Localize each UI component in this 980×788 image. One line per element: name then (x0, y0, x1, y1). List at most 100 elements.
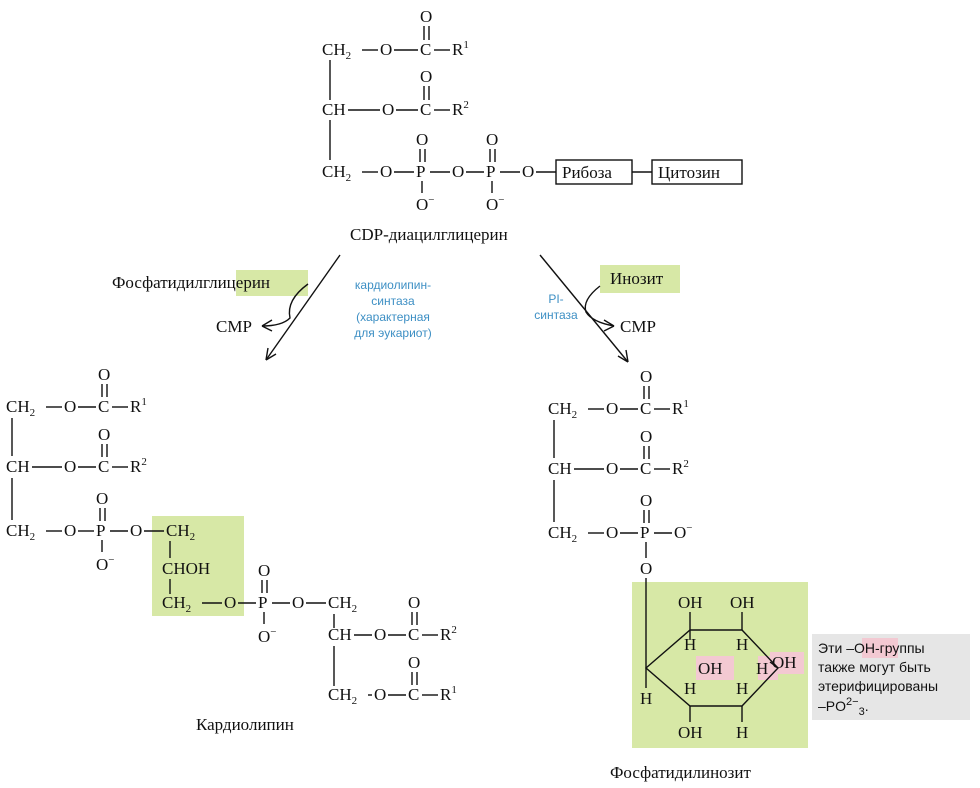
glycerol-bridge-highlight (152, 516, 244, 616)
svg-text:O: O (640, 427, 652, 446)
oh-pink-highlight-3 (770, 652, 804, 674)
cdp-diacylglycerol: CH2 O C O R1 CH O C O R2 CH2 O P O O− O … (322, 7, 743, 214)
svg-text:CH: CH (328, 625, 352, 644)
svg-text:CH: CH (548, 459, 572, 478)
svg-text:также могут быть: также могут быть (818, 659, 931, 675)
right-enzyme-line: синтаза (534, 308, 578, 322)
cytosine-label: Цитозин (658, 163, 720, 182)
atom-o: O (380, 162, 392, 181)
svg-text:H: H (640, 689, 652, 708)
svg-text:O: O (64, 397, 76, 416)
svg-text:R1: R1 (130, 396, 147, 416)
svg-text:H: H (736, 635, 748, 654)
svg-text:O: O (606, 459, 618, 478)
svg-text:CH2: CH2 (548, 523, 577, 545)
svg-text:O: O (64, 521, 76, 540)
svg-text:R2: R2 (440, 624, 457, 644)
atom-o: O (486, 130, 498, 149)
svg-text:H: H (756, 659, 768, 678)
left-enzyme-line: кардиолипин- (355, 278, 431, 292)
oh-pink-highlight-2 (696, 656, 734, 680)
svg-text:O−: O− (258, 626, 277, 646)
right-enzyme-line: PI- (548, 292, 563, 306)
atom-o: O (420, 7, 432, 26)
left-substrate-label: Фосфатидилглицерин (112, 273, 270, 292)
svg-text:H: H (684, 679, 696, 698)
svg-text:этерифицированы: этерифицированы (818, 678, 938, 694)
right-cmp-label: CMP (620, 317, 656, 336)
svg-text:OH: OH (730, 593, 755, 612)
svg-text:H: H (684, 635, 696, 654)
svg-text:O: O (640, 559, 652, 578)
atom-o: O (452, 162, 464, 181)
atom-ch: CH (322, 100, 346, 119)
svg-text:O: O (96, 489, 108, 508)
svg-text:–PO2−3.: –PO2−3. (818, 696, 869, 718)
svg-text:CH: CH (6, 457, 30, 476)
left-cmp-label: CMP (216, 317, 252, 336)
atom-o: O (420, 67, 432, 86)
atom-c: C (420, 100, 431, 119)
svg-text:O: O (258, 561, 270, 580)
svg-text:CH2: CH2 (6, 521, 35, 543)
svg-text:C: C (408, 685, 419, 704)
svg-text:C: C (408, 625, 419, 644)
svg-text:O: O (408, 593, 420, 612)
svg-text:C: C (640, 399, 651, 418)
svg-text:CH2: CH2 (6, 397, 35, 419)
svg-text:R2: R2 (672, 458, 689, 478)
svg-text:R2: R2 (130, 456, 147, 476)
atom-p: P (486, 162, 495, 181)
svg-text:H: H (736, 679, 748, 698)
svg-text:C: C (98, 397, 109, 416)
svg-text:CH2: CH2 (328, 685, 357, 707)
left-reaction-arrow (261, 254, 341, 361)
svg-text:O: O (640, 367, 652, 386)
svg-text:O: O (374, 625, 386, 644)
inositol-highlight (600, 265, 680, 293)
svg-text:O: O (98, 425, 110, 444)
svg-text:O−: O− (674, 522, 693, 542)
svg-text:Эти –OH-группы: Эти –OH-группы (818, 640, 925, 656)
svg-text:P: P (96, 521, 105, 540)
svg-text:O: O (374, 685, 386, 704)
svg-text:R1: R1 (672, 398, 689, 418)
atom-p: P (416, 162, 425, 181)
atom-o: O (416, 130, 428, 149)
svg-text:O: O (98, 365, 110, 384)
svg-text:CHOH: CHOH (162, 559, 210, 578)
cardiolipin-label: Кардиолипин (196, 715, 294, 734)
note-text: Эти –OH-группы также могут быть этерифиц… (818, 640, 938, 718)
svg-text:R2: R2 (452, 99, 469, 119)
svg-text:CH2: CH2 (162, 593, 191, 615)
svg-text:P: P (258, 593, 267, 612)
cardiolipin-structure: CH2 O C O R1 CH O C O R2 CH2 O P O O− O … (6, 365, 457, 707)
svg-text:C: C (640, 459, 651, 478)
atom-o: O (380, 40, 392, 59)
atom-o: O (522, 162, 534, 181)
svg-text:O: O (606, 523, 618, 542)
svg-text:O: O (606, 399, 618, 418)
svg-text:C: C (98, 457, 109, 476)
svg-text:O: O (292, 593, 304, 612)
svg-text:O: O (640, 491, 652, 510)
atom-c: C (420, 40, 431, 59)
svg-text:P: P (640, 523, 649, 542)
svg-text:CH2: CH2 (328, 593, 357, 615)
svg-text:O: O (408, 653, 420, 672)
ribose-box (555, 159, 633, 185)
left-enzyme-line: синтаза (371, 294, 415, 308)
svg-text:OH: OH (678, 593, 703, 612)
svg-text:O−: O− (96, 554, 115, 574)
phosphatidylinositol-label: Фосфатидилинозит (610, 763, 751, 782)
right-substrate-label: Инозит (610, 269, 664, 288)
atom-r: R (452, 40, 464, 59)
svg-text:O−: O− (416, 194, 435, 214)
phosphatidylinositol-structure: CH2 O C O R1 CH O C O R2 CH2 O P O O− O (548, 367, 797, 742)
svg-text:OH: OH (772, 653, 797, 672)
cdp-diacylglycerol-label: CDP-диацилглицерин (350, 225, 508, 244)
svg-text:O: O (224, 593, 236, 612)
atom-r: R (452, 100, 464, 119)
atom-o: O (382, 100, 394, 119)
